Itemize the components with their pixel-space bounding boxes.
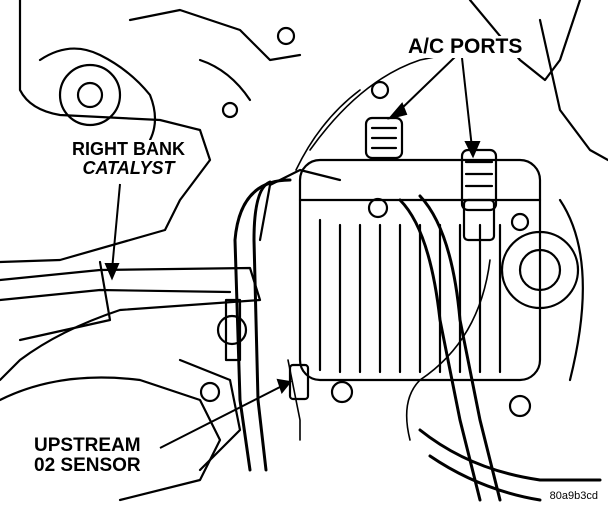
catalyst-label-line2: CATALYST [82, 157, 175, 178]
ac-port-right [460, 148, 498, 212]
ac-port-left [364, 116, 404, 160]
catalyst-label: RIGHT BANK CATALYST [70, 140, 187, 178]
valve-cover-outline [38, 47, 157, 142]
pulley-circle [58, 63, 122, 127]
catalyst-body [0, 266, 262, 382]
hose-left [233, 178, 292, 472]
upstream-sensor-label: UPSTREAM 02 SENSOR [32, 436, 143, 476]
catalyst-label-line1: RIGHT BANK [72, 139, 185, 159]
hose-bottom [418, 428, 602, 482]
upstream-label-line1: UPSTREAM [34, 435, 141, 456]
ac-ports-label: A/C PORTS [406, 35, 525, 59]
upstream-arrow [159, 385, 283, 449]
engine-block-outline [0, 0, 212, 264]
bolt-top [276, 26, 296, 46]
upstream-label-line2: 02 SENSOR [34, 454, 141, 476]
ac-port-arrow-left [397, 55, 457, 113]
ac-port-arrow-right [461, 57, 473, 149]
ac-ports-text: A/C PORTS [408, 35, 523, 58]
catalyst-arrow [111, 183, 121, 271]
hose-center [398, 198, 482, 502]
compressor-clutch [500, 230, 580, 310]
figure-code: 80a9b3cd [549, 490, 598, 502]
